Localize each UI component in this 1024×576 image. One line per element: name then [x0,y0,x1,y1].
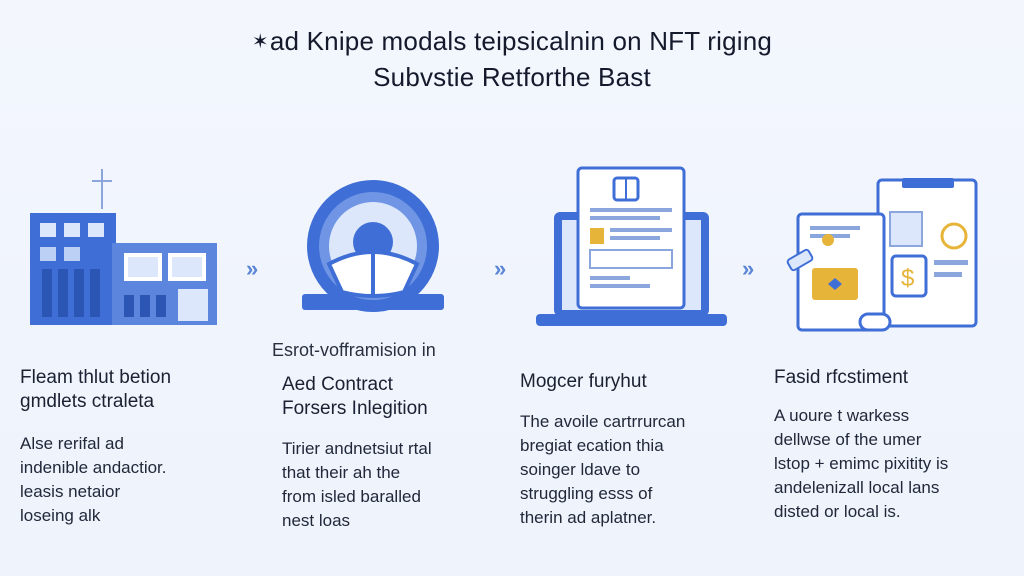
laptop-document-icon [534,166,729,330]
building-icon [28,165,223,330]
vault-icon [288,170,458,320]
star-icon: ✶ [251,31,269,53]
page-title-line-2: Subvstie Retforthe Bast [373,62,651,92]
step-1: Fleam thlut betion gmdlets ctraleta Alse… [20,366,250,528]
step-heading: Mogcer furyhut [520,371,647,392]
step-heading: Fleam thlut betion gmdlets ctraleta [20,367,172,412]
step-description: The avoile cartrrurcan bregiat ecation t… [520,412,686,527]
arrow-icon: » [494,256,507,281]
page-title-line-1: ✶ad Knipe modals teipsicalnin on NFT rig… [251,26,773,56]
step-2: Esrot-vofframision in Aed Contract Forse… [272,340,502,533]
step-description: A uoure t warkess dellwse of the umer ls… [774,406,949,521]
step-description: Tirier andnetsiut rtal that their ah the… [282,439,432,530]
documents-finance-icon: $ [786,176,982,336]
step-4: Fasid rfcstiment A uoure t warkess dellw… [774,366,1014,524]
step-description: Alse rerifal ad indenible andactior. lea… [20,434,167,525]
arrow-icon: » [246,256,259,281]
step-heading: Fasid rfcstiment [774,367,909,388]
step-caption: Esrot-vofframision in [272,340,436,360]
svg-text:$: $ [901,265,914,292]
step-heading: Aed Contract Forsers Inlegition [282,374,428,419]
step-3: Mogcer furyhut The avoile cartrrurcan br… [520,370,760,530]
arrow-icon: » [742,256,755,281]
